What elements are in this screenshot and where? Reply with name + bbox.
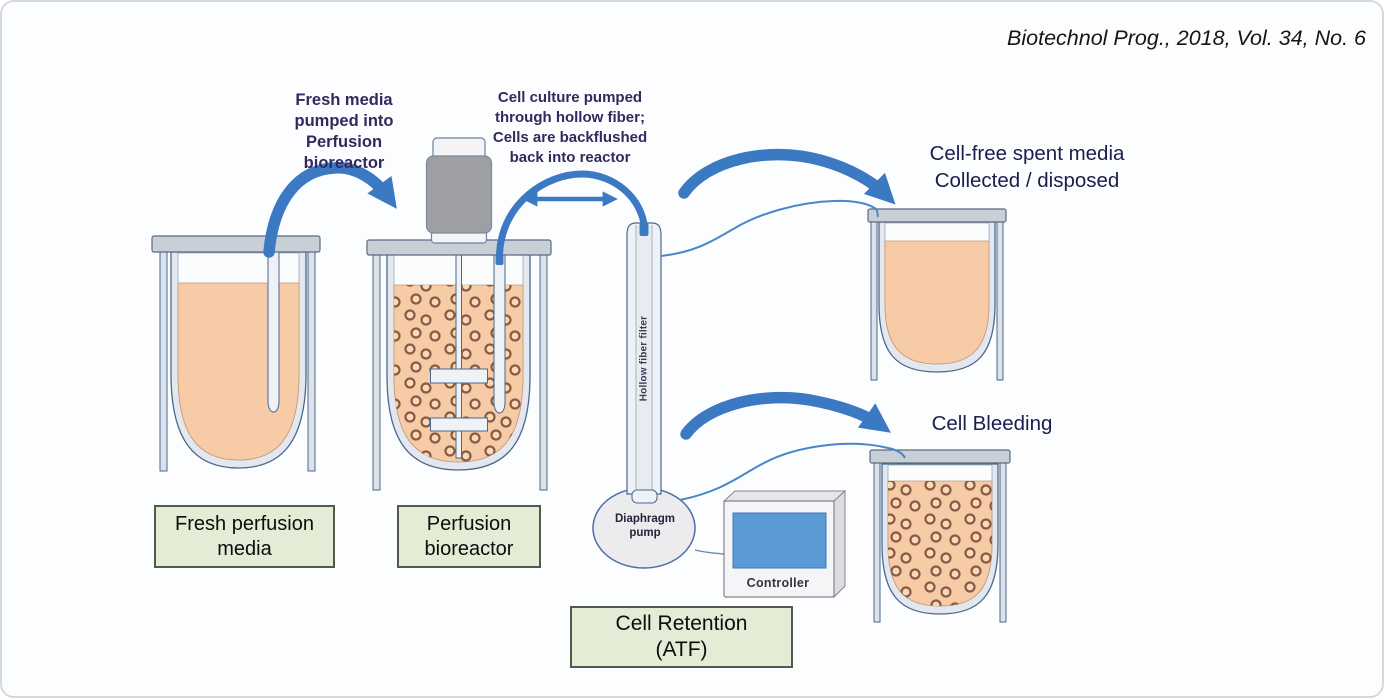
recirculation-tube	[496, 170, 648, 258]
controller-screen	[732, 512, 827, 569]
flow-arrows	[263, 148, 906, 501]
cell-bleed-tube	[679, 442, 906, 501]
hollow-fiber-filter	[626, 222, 662, 504]
vessel-lid	[151, 235, 321, 253]
cell-bleeding-label: Cell Bleeding	[931, 412, 1053, 435]
controller-label: Controller	[746, 576, 810, 590]
cell-bleed-arrow	[680, 391, 891, 440]
spent-media-liquid	[884, 240, 990, 365]
spent-media-label: Cell-free spent media Collected / dispos…	[929, 142, 1125, 192]
fresh-media-annotation: Fresh media pumped into Perfusion biorea…	[294, 91, 394, 172]
bioreactor-box: Perfusion bioreactor	[397, 505, 541, 568]
recirculation-annotation: Cell culture pumped through hollow fiber…	[492, 89, 648, 166]
stirrer-motor	[425, 155, 493, 234]
fresh-media-vessel	[151, 235, 321, 472]
controller	[722, 489, 847, 599]
perfusion-bioreactor	[366, 137, 552, 491]
pump-label: Diaphragm pump	[614, 513, 676, 540]
cell-bleeding-vessel	[869, 449, 1011, 623]
vessel-lid	[869, 449, 1011, 464]
citation-text: Biotechnol Prog., 2018, Vol. 34, No. 6	[1007, 26, 1366, 50]
dip-tube	[493, 253, 506, 414]
hollow-fiber-label: Hollow fiber filter	[638, 315, 650, 402]
fresh-media-arrow	[263, 162, 397, 258]
spent-media-vessel	[867, 208, 1007, 381]
spent-media-arrow	[678, 148, 896, 205]
fresh-media-liquid	[177, 282, 300, 461]
pump-controller-cable	[694, 549, 725, 555]
vessel-lid	[867, 208, 1007, 223]
cells-texture	[888, 481, 992, 606]
spent-media-tube	[660, 199, 879, 257]
dip-tube	[267, 251, 280, 413]
pump-inlet-stub	[631, 489, 658, 504]
fresh-media-box: Fresh perfusion media	[154, 505, 335, 568]
cell-retention-box: Cell Retention (ATF)	[570, 606, 793, 668]
impeller-paddle	[430, 368, 488, 384]
impeller-paddle	[430, 417, 488, 432]
